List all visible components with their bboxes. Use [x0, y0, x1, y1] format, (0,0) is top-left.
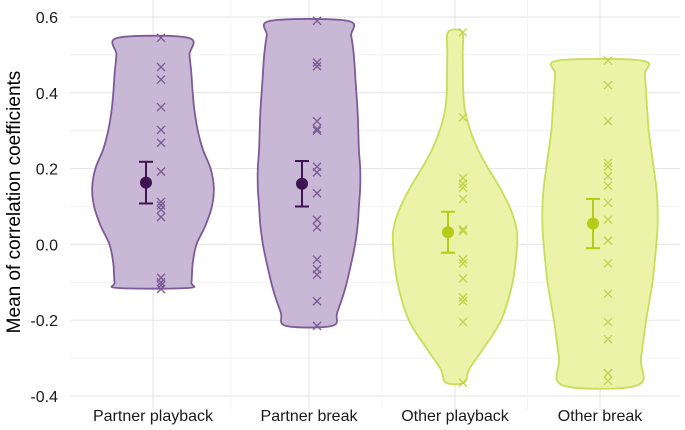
y-tick-label: 0.6 [36, 10, 58, 27]
data-point-cross [603, 289, 613, 299]
data-point-cross [312, 61, 322, 71]
y-tick-label: 0.2 [36, 162, 58, 179]
x-axis: Partner playback Partner break Other playb… [93, 408, 643, 425]
violins [91, 18, 659, 390]
data-point-cross [156, 75, 166, 84]
data-point-cross [312, 167, 322, 177]
data-point-cross [156, 167, 166, 177]
data-point-cross [458, 194, 468, 204]
data-point-cross [156, 33, 166, 43]
mean-point [296, 177, 308, 190]
data-point-cross [156, 125, 166, 135]
mean-error-bar [441, 210, 455, 254]
data-point-cross [603, 181, 613, 191]
mean-error-bar [295, 160, 309, 208]
data-point-cross [312, 58, 322, 67]
data-point-cross [458, 224, 468, 234]
data-point-cross [156, 277, 166, 287]
y-tick-label: 0.0 [36, 237, 58, 254]
data-point-cross [603, 258, 613, 268]
data-point-cross [156, 62, 166, 72]
error-bars [139, 160, 600, 254]
data-point-cross [312, 126, 322, 136]
data-point-cross [458, 293, 468, 302]
data-point-cross [458, 27, 468, 37]
data-point-cross [312, 222, 322, 232]
data-point-cross [458, 317, 468, 327]
data-point-cross [603, 198, 613, 208]
data-point-cross [458, 274, 468, 283]
y-tick-label: -0.4 [30, 389, 58, 406]
y-axis-title: Mean of correlation coefficients [4, 71, 25, 334]
x-category-label: Other playback [401, 408, 510, 425]
data-point-cross [156, 138, 166, 148]
data-point-cross [603, 56, 613, 66]
data-point-cross [603, 171, 613, 181]
data-point-cross [156, 200, 166, 210]
x-category-label: Other break [558, 408, 643, 425]
mean-point [442, 226, 454, 239]
data-point-cross [603, 215, 613, 225]
data-point-cross [458, 179, 468, 189]
data-point-cross [458, 226, 468, 236]
mean-error-bar [139, 160, 153, 205]
x-category-label: Partner break [261, 408, 359, 425]
data-point-cross [312, 270, 322, 280]
data-point-cross [603, 376, 613, 386]
data-point-cross [312, 255, 322, 265]
data-point-cross [156, 284, 166, 294]
data-point-cross [603, 80, 613, 90]
data-point-cross [156, 212, 166, 222]
data-point-cross [603, 368, 613, 378]
data-point-cross [603, 162, 613, 172]
violin-other-break [541, 58, 659, 390]
mean-point [587, 217, 599, 230]
mean-error-bar [586, 197, 600, 250]
data-point-cross [603, 317, 613, 327]
x-category-label: Partner playback [93, 408, 214, 425]
data-point-cross [458, 296, 468, 306]
data-point-cross [312, 116, 322, 126]
data-point-cross [458, 255, 468, 265]
data-point-cross [603, 116, 613, 126]
y-tick-label: 0.4 [36, 86, 58, 103]
data-point-cross [156, 102, 166, 112]
data-point-cross [458, 183, 468, 193]
violin-other-playback [391, 28, 519, 386]
data-point-cross [312, 124, 322, 134]
y-tick-label: -0.2 [30, 313, 58, 330]
data-point-cross [156, 280, 166, 290]
mean-point [140, 176, 152, 189]
data-point-cross [603, 158, 613, 168]
data-point-cross [458, 112, 468, 122]
data-point-cross [458, 258, 468, 268]
data-point-cross [603, 236, 613, 246]
data-points [156, 16, 613, 388]
data-point-cross [312, 188, 322, 198]
data-point-cross [312, 215, 322, 225]
data-point-cross [312, 321, 322, 331]
data-point-cross [156, 205, 166, 214]
data-point-cross [312, 16, 322, 26]
data-point-cross [156, 197, 166, 207]
data-point-cross [458, 378, 468, 388]
data-point-cross [312, 296, 322, 306]
y-axis: -0.4 -0.2 0.0 0.2 0.4 0.6 [30, 10, 58, 406]
data-point-cross [603, 334, 613, 344]
violin-partner-break [256, 18, 362, 329]
